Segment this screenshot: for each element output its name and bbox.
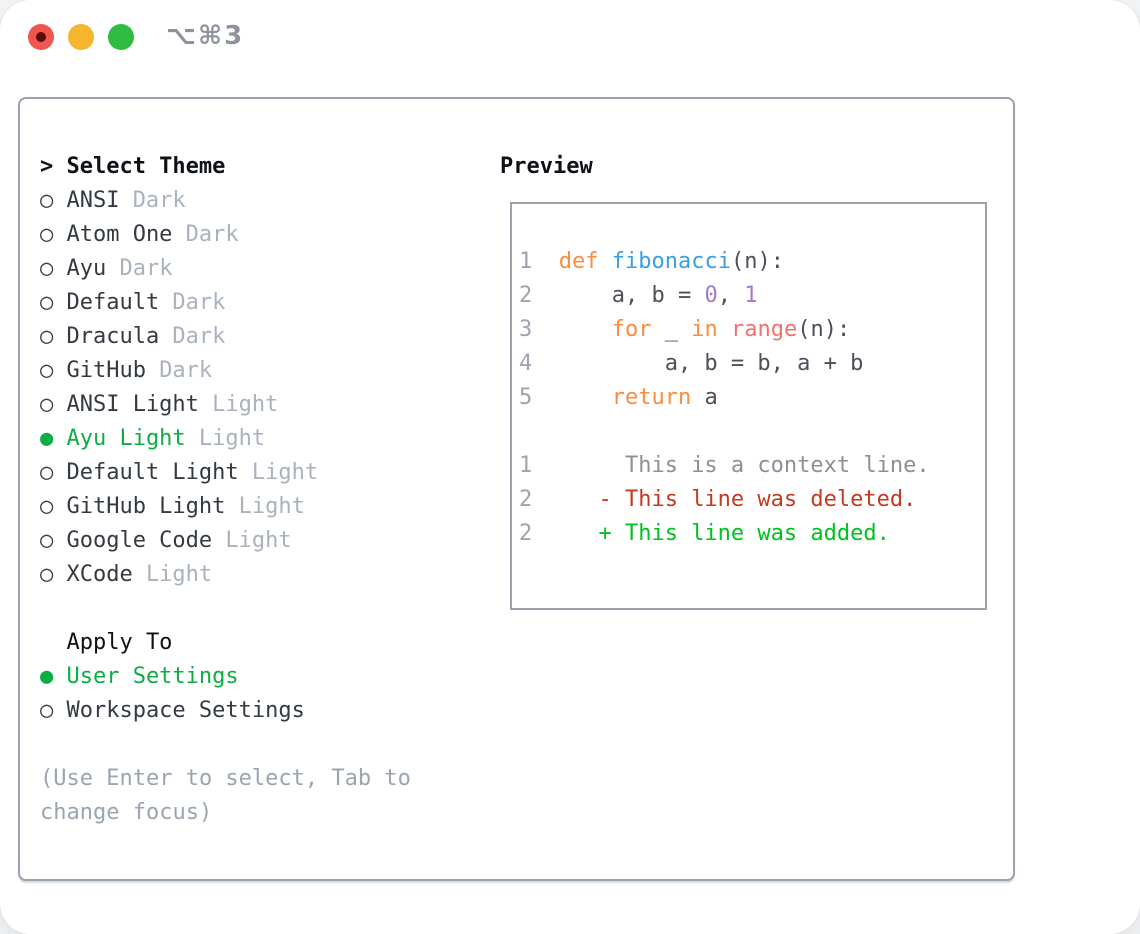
preview-pane: 1 def fibonacci(n): 2 a, b = 0, 1 3 for _ … [510, 202, 987, 610]
theme-name: ANSI [66, 188, 120, 213]
theme-name: XCode [66, 562, 133, 587]
theme-option-default-light[interactable]: ○ Default Light Light [40, 456, 492, 490]
code-line: 4 a, b = b, a + b [519, 351, 864, 376]
theme-option-dracula[interactable]: ○ Dracula Dark [40, 320, 492, 354]
theme-option-ansi[interactable]: ○ ANSI Dark [40, 184, 492, 218]
traffic-lights [28, 24, 134, 50]
radio-icon: ● [40, 664, 54, 689]
theme-variant: Dark [172, 324, 226, 349]
apply-to-title: Apply To [66, 630, 173, 655]
theme-variant: Dark [172, 290, 226, 315]
line-number: 5 [519, 385, 533, 410]
theme-option-ayu[interactable]: ○ Ayu Dark [40, 252, 492, 286]
code-block: 1 def fibonacci(n): 2 a, b = 0, 1 3 for _ … [519, 245, 981, 551]
code-line [519, 415, 981, 449]
radio-icon: ○ [40, 358, 54, 383]
prompt-icon: > [40, 154, 54, 179]
theme-name: GitHub Light [66, 494, 226, 519]
theme-variant: Light [145, 562, 213, 587]
theme-name: Default [66, 290, 160, 315]
zoom-button[interactable] [108, 24, 134, 50]
radio-icon: ○ [40, 188, 54, 213]
radio-icon: ○ [40, 460, 54, 485]
radio-icon: ○ [40, 256, 54, 281]
window-title: ⌥⌘3 [166, 21, 245, 51]
option-label: Workspace Settings [66, 698, 305, 723]
select-theme-title: Select Theme [66, 154, 226, 179]
code-line: 5 return a [519, 385, 718, 410]
line-number: 2 [519, 521, 533, 546]
theme-variant: Light [198, 426, 266, 451]
line-number: 4 [519, 351, 533, 376]
indent [40, 626, 53, 660]
theme-name: Ayu [66, 256, 107, 281]
radio-icon: ○ [40, 562, 54, 587]
theme-variant: Light [212, 392, 279, 417]
minimize-button[interactable] [68, 24, 94, 50]
theme-variant: Light [238, 494, 305, 519]
option-label: User Settings [66, 664, 239, 689]
theme-variant: Dark [185, 222, 239, 247]
theme-option-atom-one[interactable]: ○ Atom One Dark [40, 218, 492, 252]
radio-icon: ○ [40, 392, 54, 417]
theme-option-ansi-light[interactable]: ○ ANSI Light Light [40, 388, 492, 422]
line-number: 2 [519, 487, 533, 512]
preview-title: Preview [500, 154, 593, 179]
apply-option-user-settings[interactable]: ● User Settings [40, 660, 492, 694]
line-number: 1 [519, 249, 533, 274]
radio-icon: ○ [40, 528, 54, 553]
code-line: 2 + This line was added. [519, 521, 890, 546]
theme-option-github-light[interactable]: ○ GitHub Light Light [40, 490, 492, 524]
line-number: 2 [519, 283, 533, 308]
radio-icon: ● [40, 426, 54, 451]
apply-option-workspace-settings[interactable]: ○ Workspace Settings [40, 694, 492, 728]
theme-variant: Dark [132, 188, 186, 213]
theme-variant: Light [251, 460, 319, 485]
radio-icon: ○ [40, 290, 54, 315]
radio-icon: ○ [40, 222, 54, 247]
theme-name: Ayu Light [66, 426, 186, 451]
apply-options: ● User Settings ○ Workspace Settings [40, 660, 492, 728]
select-theme-header: > Select Theme [40, 150, 492, 184]
code-line: 1 def fibonacci(n): [519, 249, 784, 274]
theme-name: Atom One [66, 222, 173, 247]
code-line: 1 This is a context line. [519, 453, 930, 478]
theme-option-xcode[interactable]: ○ XCode Light [40, 558, 492, 592]
radio-icon: ○ [40, 324, 54, 349]
theme-option-ayu-light[interactable]: ● Ayu Light Light [40, 422, 492, 456]
line-number: 3 [519, 317, 533, 342]
apply-to-header: Apply To [40, 626, 492, 660]
keyboard-hint: (Use Enter to select, Tab to change focu… [40, 766, 411, 825]
theme-variant: Dark [159, 358, 213, 383]
theme-option-default[interactable]: ○ Default Dark [40, 286, 492, 320]
spacer [40, 592, 492, 626]
theme-variant: Dark [119, 256, 173, 281]
theme-variant: Light [225, 528, 292, 553]
theme-option-google-code[interactable]: ○ Google Code Light [40, 524, 492, 558]
theme-name: GitHub [66, 358, 146, 383]
radio-icon: ○ [40, 494, 54, 519]
theme-name: Default Light [66, 460, 239, 485]
radio-icon: ○ [40, 698, 54, 723]
line-number: 1 [519, 453, 533, 478]
theme-name: ANSI Light [66, 392, 199, 417]
code-line: 2 - This line was deleted. [519, 487, 917, 512]
theme-name: Google Code [66, 528, 213, 553]
code-line: 3 for _ in range(n): [519, 317, 851, 342]
theme-option-github[interactable]: ○ GitHub Dark [40, 354, 492, 388]
theme-name: Dracula [66, 324, 160, 349]
close-button[interactable] [28, 24, 54, 50]
code-line: 2 a, b = 0, 1 [519, 283, 758, 308]
